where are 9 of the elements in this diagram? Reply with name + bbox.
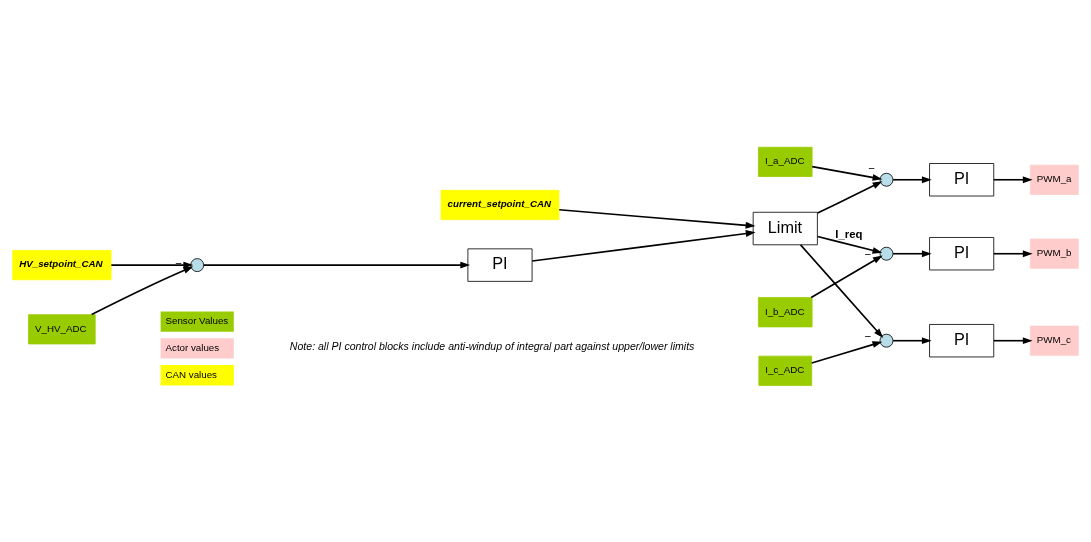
edge-label: − xyxy=(864,247,872,260)
edge-label: − xyxy=(868,161,875,174)
legend-label: Sensor Values xyxy=(165,315,229,327)
label: Note: all PI control blocks include anti-windup of integral part against upper/lower limits xyxy=(289,339,695,352)
legend-label: CAN values xyxy=(165,368,217,380)
legend-label: Actor values xyxy=(165,341,220,353)
edge-label: I_req xyxy=(835,227,863,240)
edge-label: − xyxy=(175,256,182,269)
edge-label: − xyxy=(864,330,872,343)
